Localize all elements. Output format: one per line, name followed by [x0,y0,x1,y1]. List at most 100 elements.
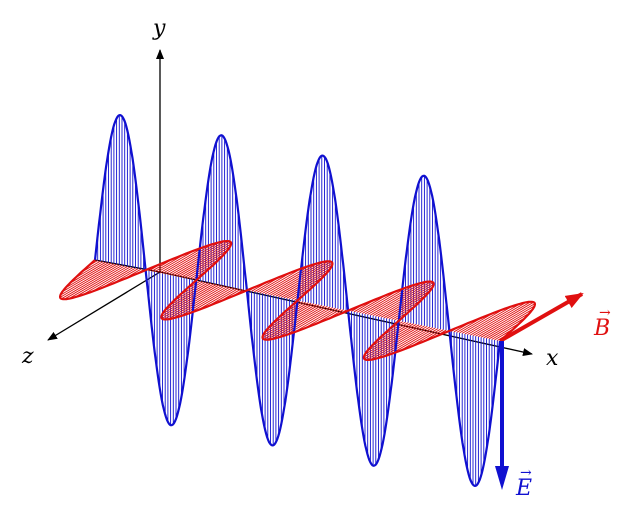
electric-field-symbol: E [516,476,533,501]
magnetic-field-vector [172,286,228,319]
magnetic-field-vector [164,241,220,275]
magnetic-field-vector [69,261,107,284]
magnetic-field-vector [383,290,431,319]
magnetic-field-vector [375,326,431,360]
magnetic-field-vector [467,303,521,335]
magnetic-field-vector [74,261,104,279]
y-axis-label: y [153,16,166,41]
x-axis-label: x [546,346,559,371]
electric-field-arrowhead [495,466,509,490]
magnetic-field-vector [74,266,128,298]
magnetic-field-vector [275,262,333,297]
magnetic-field-vector [168,282,209,307]
magnetic-field-vector [263,305,323,340]
magnetic-field-vector [264,262,318,295]
magnetic-field-label: → B [592,306,618,344]
magnetic-field-vector [91,267,134,293]
magnetic-field-vector [272,302,309,325]
magnetic-field-vector [284,307,333,336]
magnetic-field-vector [179,286,231,317]
magnetic-field-vector [375,282,434,317]
magnetic-field-vector [488,317,526,340]
magnetic-field-vector [364,323,417,355]
magnetic-field-vector [390,327,436,355]
magnetic-field-vector [470,301,527,336]
magnetic-field-vector [175,243,232,277]
magnetic-field-vector [65,262,109,289]
magnetic-field-vector [472,301,531,336]
magnetic-field-vector [183,254,225,279]
magnetic-field-vector [187,287,233,315]
magnetic-field-vector [281,268,331,298]
magnetic-field-vector [289,282,318,300]
magnetic-field-vector [277,306,331,339]
magnetic-field-vector [167,240,226,275]
magnetic-field-vector [178,246,231,278]
magnetic-field-vector [267,302,312,329]
electric-field-label: → E [514,466,540,504]
magnetic-field-vector [271,306,328,340]
magnetic-field-vector [61,262,112,293]
magnetic-field-vector [367,323,414,352]
magnetic-field-vector [362,286,408,314]
magnetic-field-vector [59,263,117,298]
magnetic-vector-arrow: → [599,305,611,321]
magnetic-field-vector [61,264,120,300]
z-axis [47,271,161,341]
magnetic-field-vector [286,276,323,299]
magnetic-field-vector [197,287,236,311]
magnetic-field-vector [82,266,131,296]
magnetic-field-vector [461,308,504,334]
magnetic-field-arrow [499,292,584,343]
magnetic-field-vector [164,282,212,311]
magnetic-field-vector [369,326,428,361]
magnetic-field-vector [359,290,398,314]
magnetic-field-vector [475,301,534,337]
magnetic-field-vector [380,286,433,318]
magnetic-field-vector [375,322,409,342]
magnetic-field-symbol: B [594,316,611,341]
magnetic-field-vector [167,285,225,320]
magnetic-field-vector [68,265,125,300]
z-axis-label: z [22,344,34,369]
magnetic-field-vector [162,283,215,315]
magnetic-field-vector [491,322,521,340]
magnetic-field-vector [272,261,332,296]
magnetic-field-vector [278,265,333,298]
magnetic-field-vector [367,282,423,315]
magnetic-field-vector [370,281,428,316]
magnetic-field-vector [277,301,306,319]
magnetic-field-vector [486,312,530,339]
electric-vector-arrow: → [520,465,532,481]
magnetic-field-vector [483,308,534,339]
magnetic-field-vector [259,268,302,294]
magnetic-field-vector [399,328,439,352]
magnetic-field-vector [262,304,320,339]
magnetic-field-vector [382,327,433,358]
magnetic-field-vector [464,305,513,335]
magnetic-field-vector [370,322,412,347]
magnetic-field-vector [364,324,422,360]
magnetic-field-wave [59,240,536,361]
magnetic-field-vector [363,324,420,358]
magnetic-field-vector [389,299,422,320]
magnetic-field-vector [161,284,220,319]
magnetic-field-vector [293,307,336,333]
magnetic-field-vector [364,284,416,315]
magnetic-field-vector [156,249,196,273]
magnetic-field-vector [262,303,317,336]
magnetic-field-vector [64,265,123,300]
magnetic-field-vector [159,246,205,274]
magnetic-field-vector [181,249,228,278]
magnetic-field-vector [60,263,115,296]
magnetic-field-vector [264,303,314,333]
magnetic-field-vector [173,241,231,277]
magnetic-field-vector [186,259,220,279]
magnetic-field-vector [478,303,536,338]
magnetic-field-vector [267,261,324,295]
magnetic-field-vector [262,265,311,294]
magnetic-field-vector [386,294,427,319]
magnetic-field-vector [378,284,434,318]
